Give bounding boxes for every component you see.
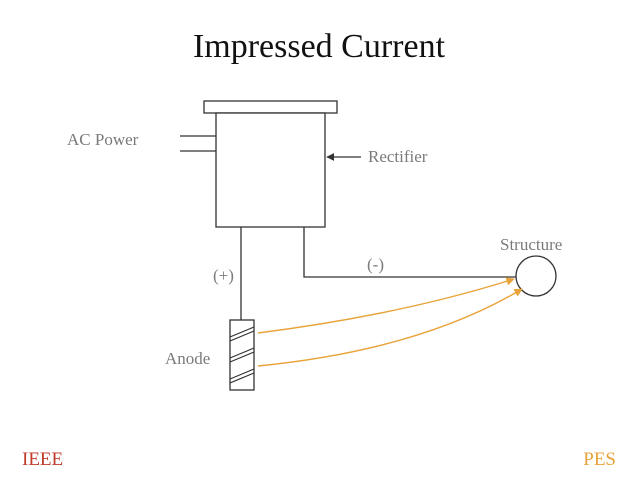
footer-left-ieee: IEEE bbox=[22, 449, 63, 470]
negative-terminal-label: (-) bbox=[367, 255, 384, 274]
anode bbox=[229, 319, 255, 391]
ac-power-label: AC Power bbox=[67, 130, 139, 149]
current-flow-arrow-lower bbox=[257, 288, 523, 367]
negative-lead-wire bbox=[303, 227, 518, 278]
structure-label: Structure bbox=[500, 235, 562, 254]
structure-circle bbox=[515, 255, 557, 297]
slide-title: Impressed Current bbox=[193, 28, 446, 65]
current-flow-arrow-upper bbox=[257, 277, 515, 334]
rectifier-label: Rectifier bbox=[368, 147, 428, 166]
rectifier-cap bbox=[203, 100, 338, 114]
rectifier-body bbox=[215, 112, 326, 228]
footer-right-pes: PES bbox=[583, 449, 616, 470]
anode-label: Anode bbox=[165, 349, 210, 368]
positive-terminal-label: (+) bbox=[213, 266, 234, 285]
